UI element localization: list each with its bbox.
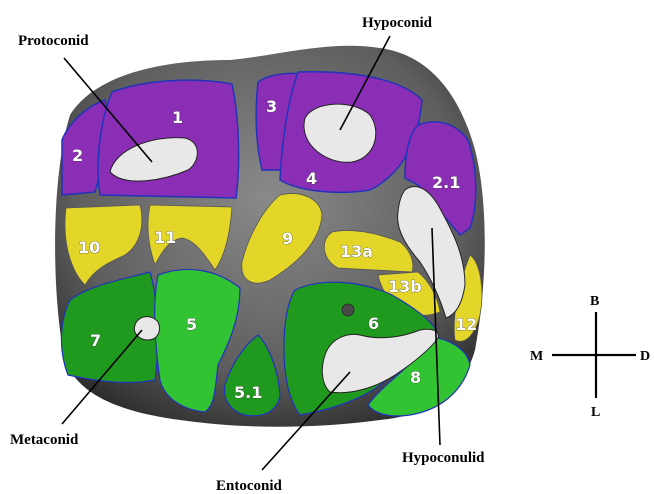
callout-entoconid: Entoconid: [216, 478, 283, 494]
pit-6: [342, 304, 354, 316]
label-region-4: 4: [306, 169, 317, 188]
callout-hypoconid: Hypoconid: [362, 15, 433, 31]
callout-protoconid: Protoconid: [18, 33, 89, 49]
label-region-13a: 13a: [340, 242, 373, 261]
label-region-9: 9: [282, 229, 293, 248]
label-region-1: 1: [172, 108, 183, 127]
compass-right-label: D: [640, 349, 650, 364]
label-region-10: 10: [78, 238, 100, 257]
label-region-13b: 13b: [388, 277, 422, 296]
compass-left-label: M: [530, 349, 543, 364]
label-region-12: 12: [455, 315, 477, 334]
label-region-5: 5: [186, 315, 197, 334]
compass-top-label: B: [590, 294, 599, 309]
label-region-5-1: 5.1: [234, 383, 262, 402]
label-region-6: 6: [368, 314, 379, 333]
compass-bottom-label: L: [591, 405, 600, 420]
label-region-3: 3: [266, 97, 277, 116]
label-region-2-1: 2.1: [432, 173, 460, 192]
callout-metaconid: Metaconid: [10, 432, 79, 448]
metaconid-cusp: [134, 317, 159, 340]
label-region-11: 11: [154, 228, 176, 247]
callout-hypoconulid: Hypoconulid: [402, 450, 485, 466]
label-region-8: 8: [410, 368, 421, 387]
label-region-7: 7: [90, 331, 101, 350]
label-region-2: 2: [72, 146, 83, 165]
